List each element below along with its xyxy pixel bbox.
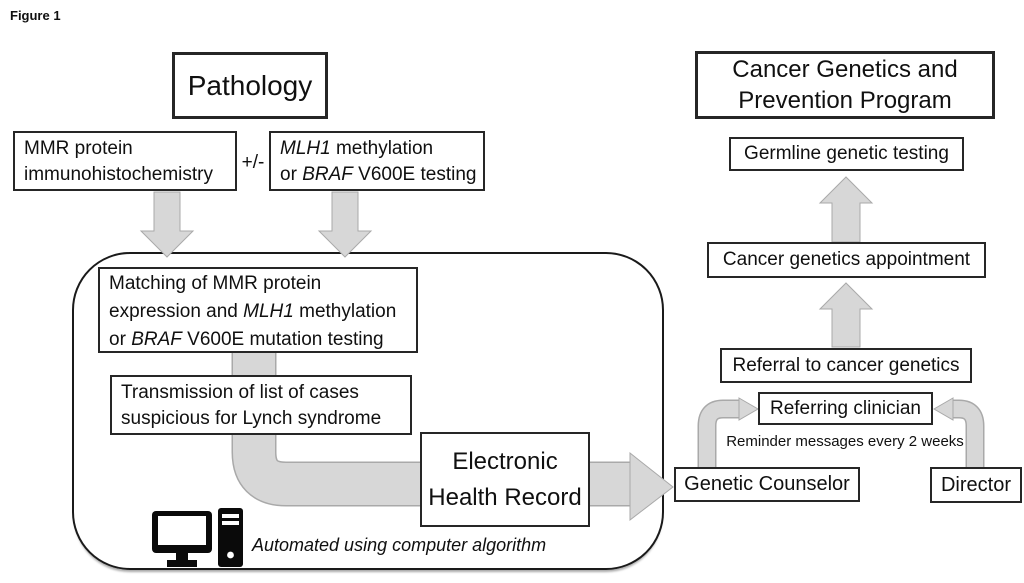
germline-testing-box: Germline genetic testing — [729, 137, 964, 171]
arrow-referral-to-appointment — [818, 282, 874, 348]
arrow-mmr-down — [139, 191, 195, 258]
transmission-box: Transmission of list of cases suspicious… — [110, 375, 412, 435]
arrow-counselor-to-referring — [699, 401, 740, 469]
computer-icon — [152, 508, 243, 567]
ehr-box: Electronic Health Record — [420, 432, 590, 527]
arrow-ehr-to-counselor-head — [629, 451, 674, 522]
pathology-box: Pathology — [172, 52, 328, 119]
automated-process-container — [72, 252, 664, 570]
matching-box: Matching of MMR protein expression and M… — [98, 267, 418, 353]
figure-label: Figure 1 — [10, 8, 61, 23]
genetic-counselor-box: Genetic Counselor — [674, 467, 860, 502]
reminder-caption: Reminder messages every 2 weeks — [726, 433, 964, 450]
program-title-box: Cancer Genetics and Prevention Program — [695, 51, 995, 119]
arrow-appointment-to-germline — [818, 176, 874, 243]
referring-clinician-box: Referring clinician — [758, 392, 933, 425]
appointment-box: Cancer genetics appointment — [707, 242, 986, 278]
arrow-counselor-to-referring-head — [738, 397, 759, 421]
mlh1-braf-box: MLH1 methylation or BRAF V600E testing — [269, 131, 485, 191]
mmr-ihc-box: MMR protein immunohistochemistry — [13, 131, 237, 191]
referral-box: Referral to cancer genetics — [720, 348, 972, 383]
arrow-director-to-referring-head — [933, 397, 954, 421]
arrow-mlh1-down — [317, 191, 373, 258]
flow-band — [233, 352, 632, 505]
plus-minus-label: +/- — [241, 152, 265, 173]
director-box: Director — [930, 467, 1022, 503]
arrow-director-to-referring — [952, 401, 983, 469]
automated-note: Automated using computer algorithm — [252, 535, 547, 555]
